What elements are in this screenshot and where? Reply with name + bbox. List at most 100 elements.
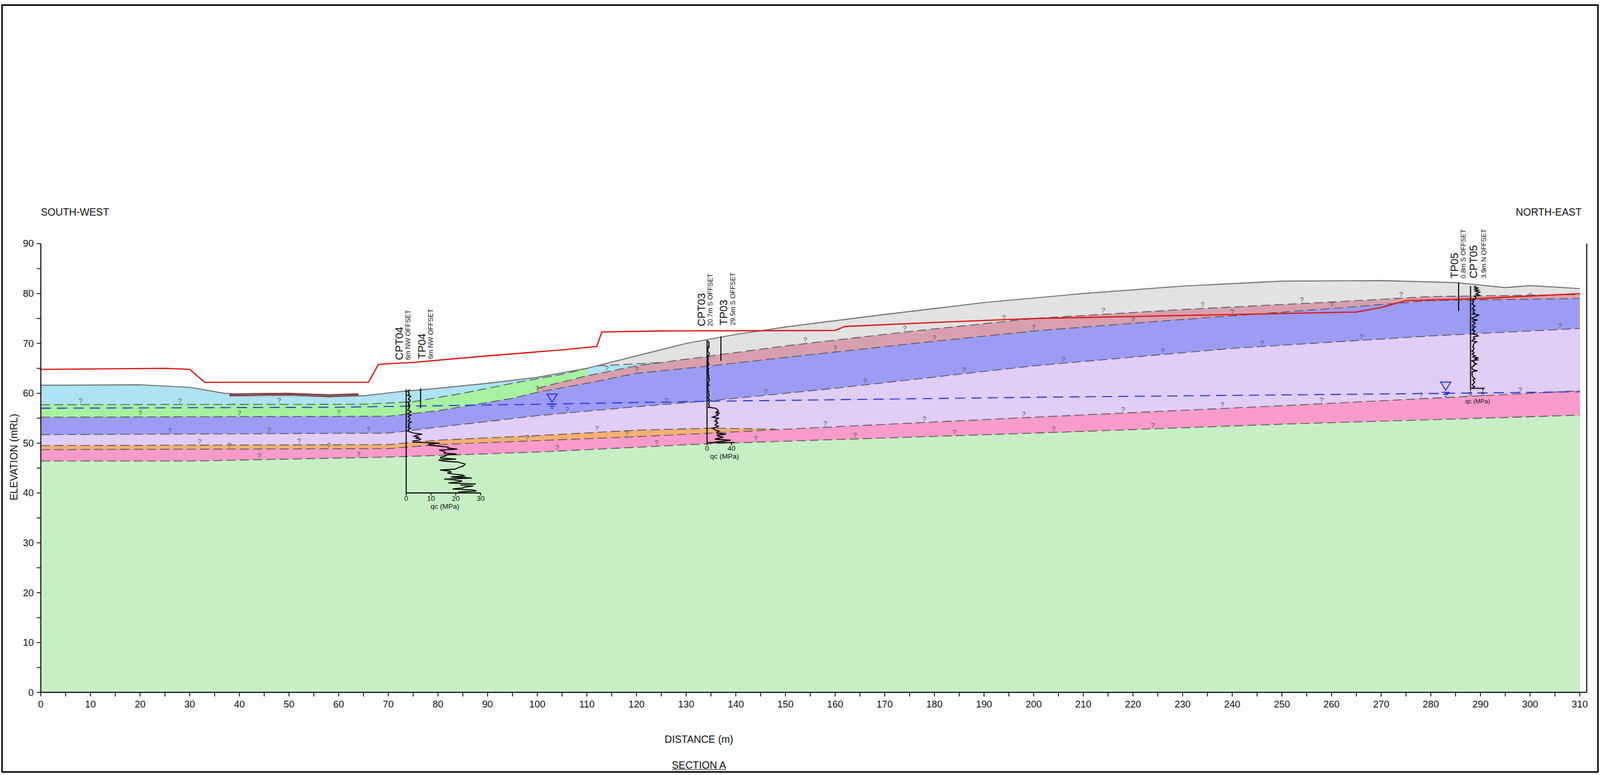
distance-tick-label: 0	[37, 699, 44, 710]
scale-label: 30	[476, 495, 485, 503]
uncertainty-mark: ?	[1220, 401, 1225, 409]
uncertainty-mark: ?	[138, 409, 143, 418]
tick	[36, 567, 42, 569]
uncertainty-mark: ?	[604, 364, 610, 372]
layer-periwinkle	[40, 298, 1580, 693]
tick	[735, 692, 737, 697]
uncertainty-mark: ?	[296, 437, 302, 446]
cpt-log-line	[1470, 286, 1472, 389]
tick	[536, 692, 538, 697]
uncertainty-mark: ?	[564, 405, 570, 413]
uncertainty-mark: ?	[1528, 291, 1533, 300]
tick	[36, 667, 42, 669]
water-symbol	[546, 393, 557, 409]
tick	[313, 692, 315, 697]
tick	[909, 692, 911, 697]
uncertainty-mark: ?	[1101, 306, 1106, 315]
tick	[1331, 692, 1333, 697]
uncertainty-mark: ?	[356, 450, 361, 458]
test-pit-line	[420, 388, 422, 409]
section-caption: SECTION A	[671, 760, 727, 771]
uncertainty-mark: ?	[1150, 421, 1155, 429]
tick	[1082, 692, 1084, 697]
distance-tick-label: 150	[777, 699, 794, 710]
distance-tick-label: 260	[1323, 699, 1341, 710]
distance-tick-label: 20	[134, 699, 146, 710]
uncertainty-mark: ?	[803, 336, 808, 344]
tick	[263, 692, 265, 697]
test-location-label: TP04	[416, 333, 428, 360]
cpt-trace	[707, 340, 731, 443]
tick	[958, 692, 960, 697]
tick	[1231, 692, 1233, 697]
test-location-label: 6m NW OFFSET	[427, 309, 435, 360]
uncertainty-mark: ?	[1299, 296, 1305, 304]
distance-tick-label: 200	[1025, 699, 1043, 710]
test-location-label: TP03	[718, 300, 729, 326]
tick	[1207, 692, 1209, 697]
tick	[338, 692, 340, 697]
tick	[1454, 692, 1457, 697]
distance-tick-label: 230	[1174, 699, 1191, 710]
distance-tick-label: 170	[876, 699, 893, 710]
tick	[1256, 692, 1258, 697]
scale-label: 0	[1468, 390, 1472, 398]
tick	[65, 692, 67, 697]
scale-label: 0	[705, 445, 710, 453]
elevation-tick-label: 90	[22, 238, 34, 249]
tick	[288, 692, 290, 697]
water-table	[40, 391, 1580, 409]
distance-tick-label: 10	[84, 699, 96, 710]
uncertainty-mark: ?	[664, 397, 669, 405]
tick	[36, 692, 42, 694]
distance-tick-label: 290	[1472, 699, 1489, 710]
tick	[1107, 692, 1110, 697]
elevation-tick-label: 50	[22, 438, 34, 449]
uncertainty-mark: ?	[1329, 301, 1334, 309]
elevation-tick-label: 60	[22, 388, 34, 399]
distance-tick-label: 120	[628, 699, 645, 710]
scale-label: 20	[451, 495, 460, 503]
tick	[36, 442, 42, 445]
tick	[1281, 692, 1283, 697]
tick	[36, 368, 42, 370]
uncertainty-mark: ?	[1419, 391, 1424, 399]
uncertainty-mark: ?	[1319, 396, 1324, 404]
distance-tick-label: 70	[382, 699, 394, 710]
uncertainty-mark: ?	[1518, 386, 1523, 394]
distance-tick-label: 100	[528, 699, 546, 710]
direction-label: SOUTH-WEST	[40, 207, 110, 218]
uncertainty-mark: ?	[952, 428, 957, 436]
tick	[412, 692, 414, 697]
uncertainty-mark: ?	[833, 344, 838, 353]
uncertainty-mark: ?	[1359, 332, 1364, 341]
uncertainty-mark: ?	[1557, 322, 1563, 330]
uncertainty-mark: ?	[932, 333, 937, 342]
elevation-tick-label: 0	[28, 688, 34, 698]
tick	[363, 692, 365, 697]
uncertainty-mark: ?	[197, 437, 202, 446]
cpt-axis	[406, 492, 481, 494]
scale-label: 5	[1480, 390, 1484, 398]
test-location-label: CPT04	[393, 326, 405, 361]
layer-boundary	[40, 415, 1580, 462]
uncertainty-mark: ?	[1200, 301, 1205, 309]
scale-label: qc (MPa)	[430, 503, 460, 511]
uncertainty-mark: ?	[1160, 347, 1165, 355]
test-location-label: 29.5m S OFFSET	[729, 272, 737, 326]
tick	[164, 692, 166, 697]
test-location-label: ELEVATION (mRL)	[8, 413, 19, 501]
tick	[36, 642, 42, 644]
uncertainty-mark: ?	[177, 397, 182, 405]
uncertainty-mark: ?	[1121, 405, 1126, 413]
tick	[983, 692, 985, 697]
elevation-tick-label: 30	[22, 538, 34, 548]
distance-tick-label: 300	[1521, 699, 1539, 710]
uncertainty-mark: ?	[1230, 308, 1235, 316]
tick	[36, 243, 42, 245]
scale-label: 40	[727, 445, 736, 453]
test-location-label: CPT05	[1468, 245, 1479, 279]
elevation-tick-label: 70	[22, 338, 34, 349]
distance-tick-label: 280	[1422, 699, 1440, 710]
